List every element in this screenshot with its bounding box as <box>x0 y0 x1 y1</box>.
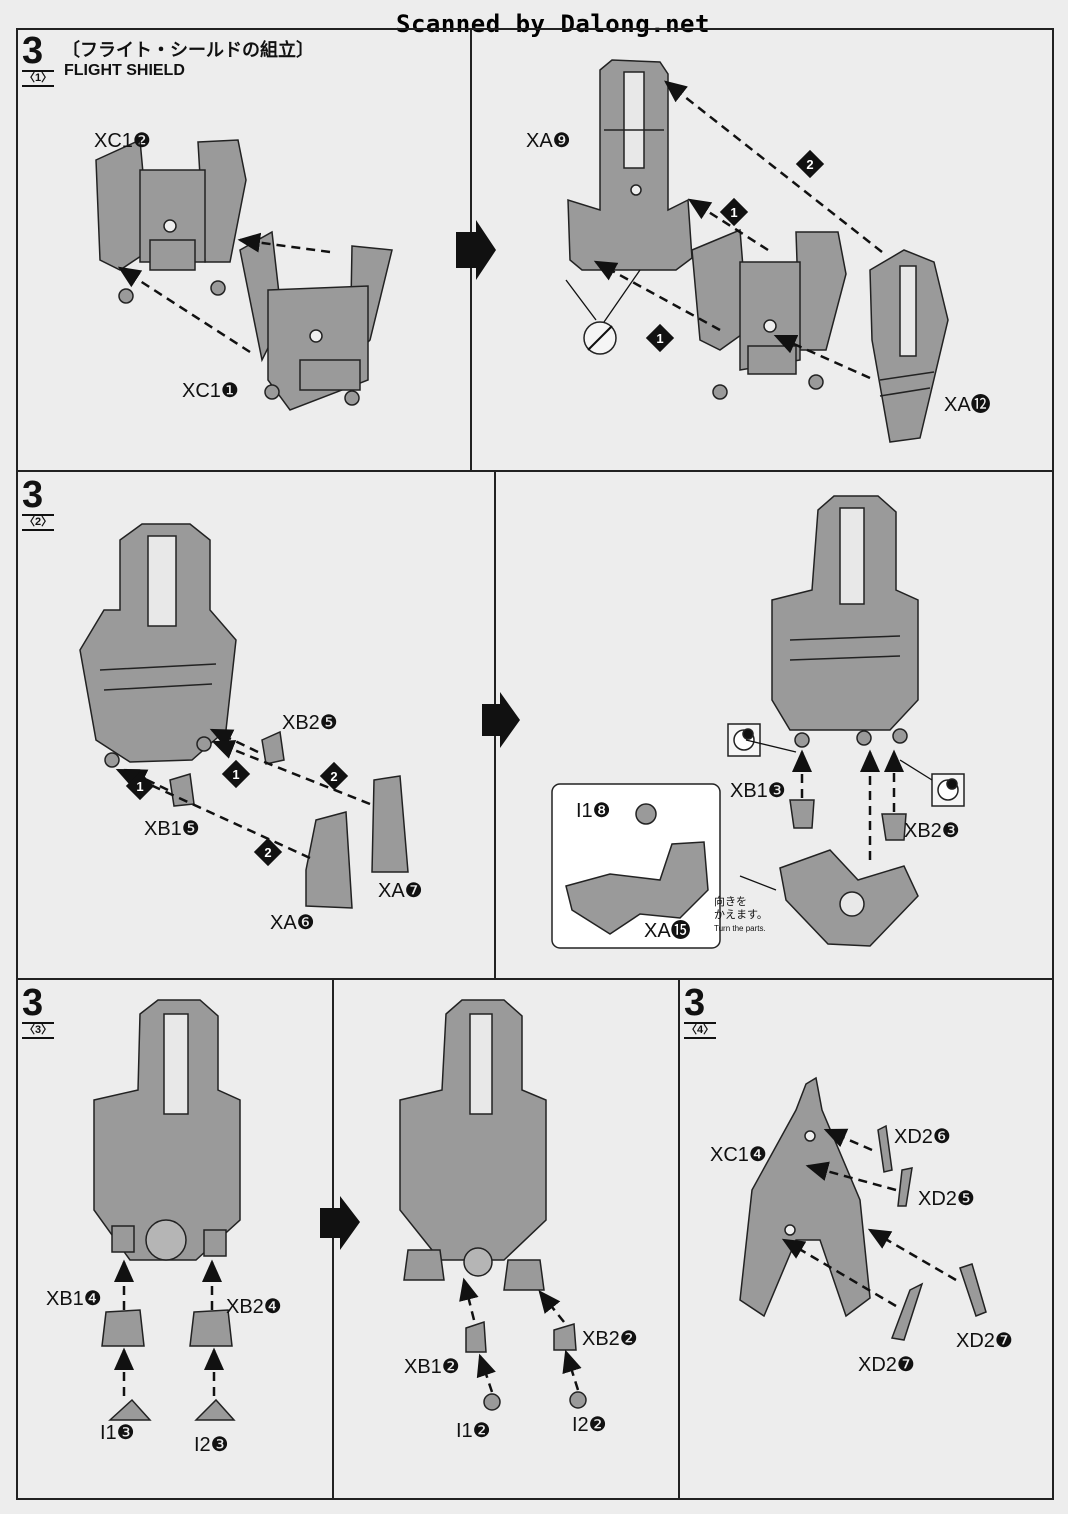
substep-label: 〈3〉 <box>22 1022 55 1039</box>
step-4-header: 3 〈4〉 <box>684 982 717 1039</box>
color-chip-icon <box>727 723 965 807</box>
label-xa9: XA❾ <box>526 130 571 152</box>
order-marker-label: 2 <box>264 845 271 860</box>
part-xb1-3 <box>789 799 815 829</box>
part-xc1-4 <box>739 1076 871 1318</box>
section-title-en: FLIGHT SHIELD <box>64 62 185 79</box>
divider-row2 <box>16 978 1054 980</box>
divider-step4 <box>678 980 680 1500</box>
label-xb1-4: XB1❹ <box>46 1288 102 1310</box>
label-xd2-6: XD2❻ <box>894 1126 951 1148</box>
part-xb1-4 <box>101 1309 145 1347</box>
substep-label: 〈1〉 <box>22 70 55 87</box>
label-xb2-3: XB2❸ <box>904 820 960 842</box>
watermark: Scanned by Dalong.net <box>396 10 710 38</box>
part-xa6 <box>305 811 353 909</box>
part-xc1-assembled <box>691 228 847 400</box>
part-xa15 <box>565 803 709 935</box>
label-xd2-5: XD2❺ <box>918 1188 975 1210</box>
divider-row1 <box>16 470 1054 472</box>
part-xb2-3 <box>881 813 907 841</box>
part-xa7 <box>371 775 409 873</box>
part-xb2-5 <box>261 730 285 765</box>
next-step-arrow <box>320 220 520 1250</box>
step-1-header: 3 〈1〉 <box>22 30 55 87</box>
part-i1-2 <box>483 1393 501 1411</box>
part-i1-3 <box>108 1398 152 1421</box>
label-i2-2: I2❷ <box>572 1414 607 1436</box>
turn-note-en: Turn the parts. <box>714 924 766 933</box>
label-xa15: XA⓯ <box>644 920 691 942</box>
shield-assembled-back <box>79 523 237 768</box>
part-i2-3 <box>194 1398 236 1421</box>
step-number: 3 <box>22 30 44 72</box>
step-number: 3 <box>684 982 706 1024</box>
label-i1-8: I1❽ <box>576 800 611 822</box>
shield-assembled-front <box>771 495 919 748</box>
order-marker-label: 2 <box>330 769 337 784</box>
turn-note-jp-1: 向きを <box>714 896 747 908</box>
section-title-jp: 〔フライト・シールドの組立〕 <box>62 40 314 60</box>
part-xb2-4 <box>189 1309 233 1347</box>
substep-label: 〈2〉 <box>22 514 55 531</box>
label-xd2-7b: XD2❼ <box>956 1330 1013 1352</box>
label-i1-2: I1❷ <box>456 1420 491 1442</box>
order-marker-label: 1 <box>232 767 239 782</box>
part-xc1-front <box>239 230 393 411</box>
step-2-header: 3 〈2〉 <box>22 474 55 531</box>
shield-step3-b <box>399 999 547 1291</box>
order-marker-label: 1 <box>730 205 737 220</box>
step-number: 3 <box>22 474 44 516</box>
label-xd2-7a: XD2❼ <box>858 1354 915 1376</box>
turn-note-jp-2: かえます。 <box>714 909 768 921</box>
part-xa12 <box>869 249 949 443</box>
label-xb2-5: XB2❺ <box>282 712 338 734</box>
label-i2-3: I2❸ <box>194 1434 229 1456</box>
shield-step3-a <box>93 999 241 1261</box>
order-marker-label: 1 <box>136 779 143 794</box>
part-xd2-7b <box>959 1263 987 1317</box>
part-xd2-7a <box>890 1282 924 1341</box>
label-xb1-2: XB1❷ <box>404 1356 460 1378</box>
label-xb1-3: XB1❸ <box>730 780 786 802</box>
order-markers <box>125 149 825 867</box>
page-frame <box>16 28 1054 1500</box>
label-xa6: XA❻ <box>270 912 315 934</box>
label-xc1-1: XC1❶ <box>182 380 239 402</box>
label-xb1-5: XB1❺ <box>144 818 200 840</box>
label-xc1-4: XC1❹ <box>710 1144 767 1166</box>
part-xd2-5 <box>897 1167 913 1207</box>
part-xb2-2 <box>553 1323 577 1351</box>
label-xb2-4: XB2❹ <box>226 1296 282 1318</box>
label-xa7: XA❼ <box>378 880 423 902</box>
substep-label: 〈4〉 <box>684 1022 717 1039</box>
part-xb1-5 <box>169 773 195 807</box>
part-i2-2 <box>569 1391 587 1409</box>
part-xd2-6 <box>877 1124 893 1173</box>
part-xa9 <box>567 59 693 271</box>
label-i1-3: I1❸ <box>100 1422 135 1444</box>
label-xb2-2: XB2❷ <box>582 1328 638 1350</box>
order-marker-label: 1 <box>656 331 663 346</box>
step-3-header: 3 〈3〉 <box>22 982 55 1039</box>
part-xa15-inset <box>779 849 919 947</box>
part-xc1-back <box>95 138 247 304</box>
label-xc1-2: XC1❷ <box>94 130 151 152</box>
no-cut-icon <box>583 321 617 355</box>
step-number: 3 <box>22 982 44 1024</box>
label-xa12: XA⓬ <box>944 394 991 416</box>
order-marker-label: 2 <box>806 157 813 172</box>
part-xb1-2 <box>465 1320 487 1353</box>
divider-step3 <box>332 980 334 1500</box>
